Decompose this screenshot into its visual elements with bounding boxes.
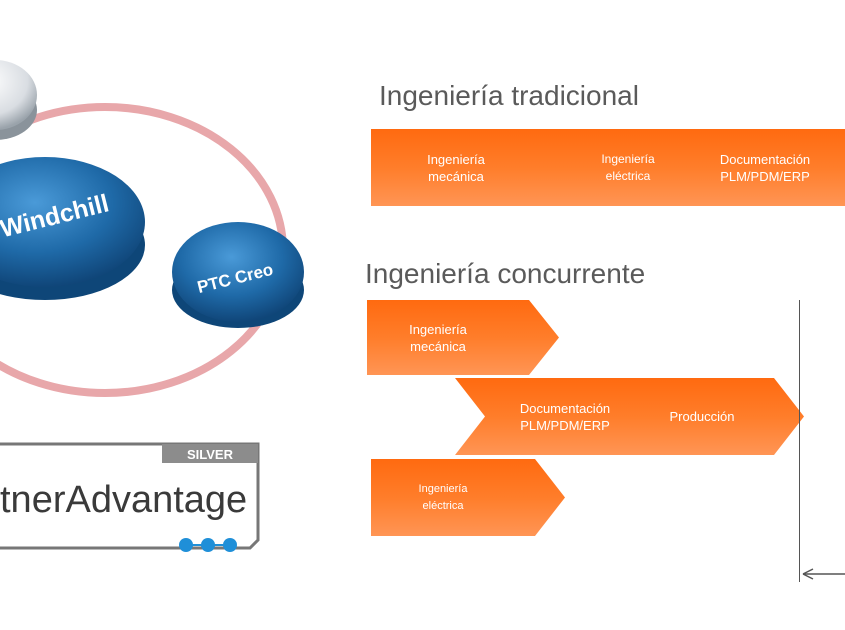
step-line2: PLM/PDM/ERP xyxy=(520,417,610,433)
step-line2: mecánica xyxy=(428,168,484,184)
step-line1: Documentación xyxy=(519,400,611,416)
concurrent-step-documentation: Documentación PLM/PDM/ERP xyxy=(455,378,647,455)
windchill-logo: Windchill xyxy=(0,157,145,300)
step-line1: Ingeniería xyxy=(427,151,485,167)
concurrent-step-electrical: Ingeniería eléctrica xyxy=(371,459,565,536)
step-line1: Producción xyxy=(669,409,735,424)
step-line1: Ingeniería xyxy=(601,151,655,166)
ptc-logos-graphic: Windchill PTC Creo SILVER tnerAdvantage xyxy=(0,60,304,552)
step-line1: Ingeniería xyxy=(418,482,468,495)
timeline-arrow xyxy=(802,568,845,580)
silver-label: SILVER xyxy=(187,447,234,462)
concurrent-step-production: Producción xyxy=(612,378,804,455)
step-line1: Documentación xyxy=(719,151,811,167)
traditional-step-electrical: Ingeniería eléctrica xyxy=(528,129,718,206)
concurrent-step-mechanical: Ingeniería mecánica xyxy=(367,300,559,375)
step-line2: mecánica xyxy=(410,338,466,354)
step-line2: eléctrica xyxy=(605,168,651,183)
creo-logo: PTC Creo xyxy=(172,222,304,328)
step-line2: eléctrica xyxy=(422,499,464,512)
partner-advantage-text: tnerAdvantage xyxy=(0,479,247,521)
partner-advantage-badge: SILVER tnerAdvantage xyxy=(0,442,260,552)
timeline-end-line xyxy=(799,300,800,582)
top-disk xyxy=(0,60,37,140)
step-line1: Ingeniería xyxy=(409,321,467,337)
step-line2: PLM/PDM/ERP xyxy=(720,168,810,184)
traditional-title: Ingeniería tradicional xyxy=(379,80,639,111)
traditional-step-mechanical: Ingeniería mecánica xyxy=(371,129,561,206)
concurrent-title: Ingeniería concurrente xyxy=(365,258,646,289)
